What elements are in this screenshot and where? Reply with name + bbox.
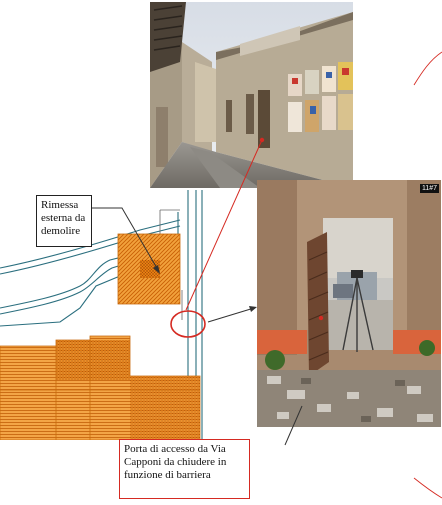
street-photo-icon: [150, 2, 353, 188]
street-photo: [150, 2, 353, 188]
door-label: Porta di accesso da Via Capponi da chiud…: [119, 439, 250, 499]
shed-label-text: Rimessa esterna da demolire: [41, 199, 86, 237]
door-photo-icon: [257, 180, 441, 427]
site-plan-drawing: [0, 190, 203, 440]
door-photo: 11#7: [257, 180, 441, 427]
door-label-text: Porta di accesso da Via Capponi da chiud…: [124, 443, 227, 481]
door-location-marker: [170, 310, 206, 338]
shed-label: Rimessa esterna da demolire: [36, 195, 92, 247]
photo-badge: 11#7: [419, 184, 439, 193]
